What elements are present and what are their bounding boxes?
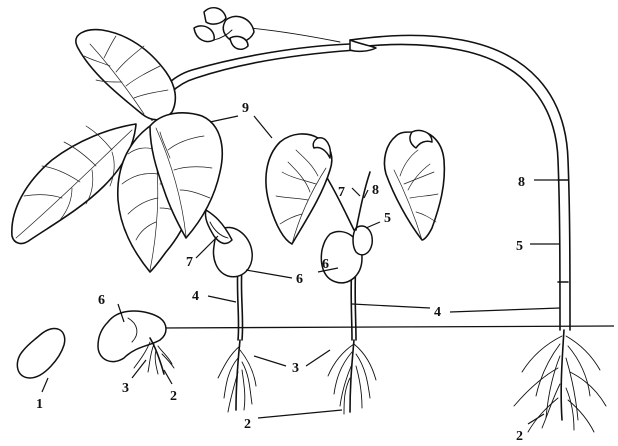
leader-line bbox=[132, 360, 146, 378]
leader-line bbox=[254, 116, 272, 138]
label-plumule-second: 7 bbox=[338, 185, 345, 200]
leader-line bbox=[164, 370, 172, 384]
label-epicotyl-second: 5 bbox=[384, 211, 391, 226]
bean-seed bbox=[17, 328, 64, 378]
germinating-seed bbox=[98, 311, 174, 374]
label-germinating-root-hair: 3 bbox=[122, 381, 129, 396]
leader-line bbox=[366, 222, 380, 228]
label-true-leaves: 9 bbox=[242, 101, 249, 116]
label-seed-coat: 6 bbox=[98, 293, 105, 308]
leader-line bbox=[42, 378, 48, 392]
leader-line bbox=[306, 350, 330, 366]
label-cotyledon-second: 6 bbox=[322, 257, 329, 272]
label-plumule-early: 7 bbox=[186, 255, 193, 270]
label-cotyledon-early: 6 bbox=[296, 272, 303, 287]
leader-line bbox=[254, 356, 286, 366]
label-node-mature: 8 bbox=[518, 175, 525, 190]
soil-line bbox=[160, 326, 614, 328]
label-radicle-early: 2 bbox=[244, 417, 251, 432]
leader-line bbox=[450, 308, 560, 312]
label-node-second: 8 bbox=[372, 183, 379, 198]
leader-line bbox=[352, 188, 360, 196]
label-germinating-radicle: 2 bbox=[170, 389, 177, 404]
leader-line bbox=[528, 414, 544, 424]
label-hypocotyl-early: 4 bbox=[192, 289, 199, 304]
label-epicotyl-mature: 5 bbox=[516, 239, 523, 254]
label-root-mature: 2 bbox=[516, 429, 523, 444]
mature-plant bbox=[12, 8, 606, 432]
label-hypocotyl-long: 4 bbox=[434, 305, 441, 320]
leader-line bbox=[208, 296, 236, 302]
label-seed: 1 bbox=[36, 397, 43, 412]
leader-line bbox=[246, 270, 292, 278]
leader-line bbox=[352, 304, 430, 308]
label-root-early: 3 bbox=[292, 361, 299, 376]
leader-line bbox=[258, 410, 342, 418]
leader-line bbox=[210, 116, 238, 122]
